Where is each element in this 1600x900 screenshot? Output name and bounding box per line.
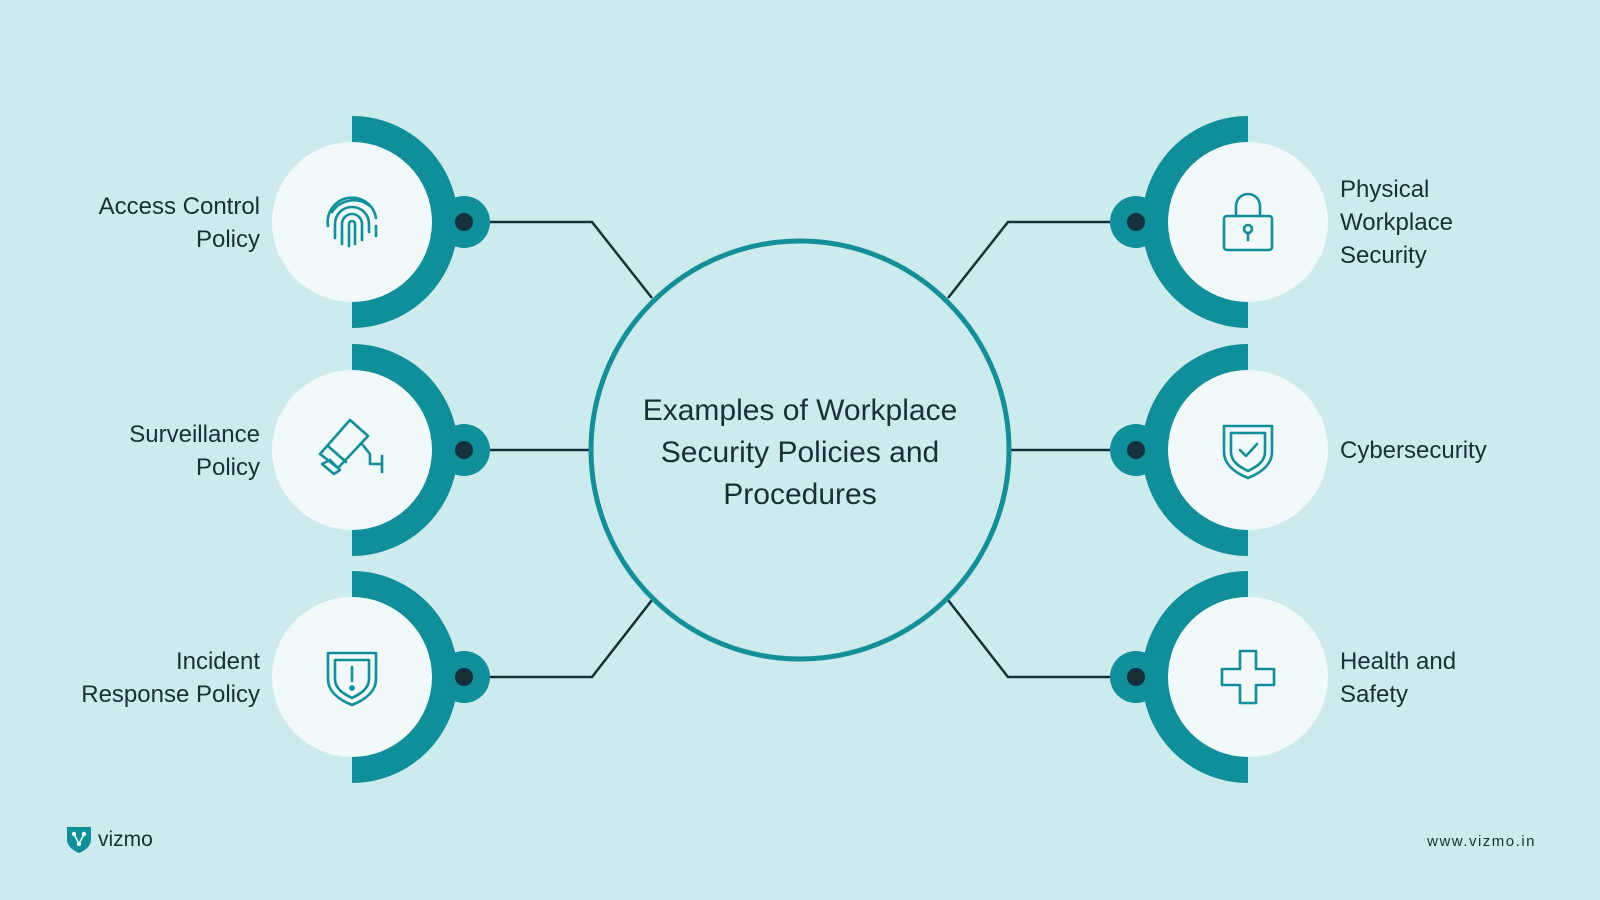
- center-title-line: Examples of Workplace: [642, 394, 958, 427]
- label-line: Safety: [1340, 681, 1409, 708]
- center-circle: [588, 238, 1012, 662]
- label-line: Policy: [195, 226, 260, 253]
- brand-logo[interactable]: vizmo: [66, 826, 153, 854]
- label-line: Surveillance: [129, 421, 260, 448]
- brand-name: vizmo: [98, 828, 153, 851]
- node-cybersecurity: [1110, 344, 1328, 556]
- node-dot: [455, 213, 473, 231]
- label-line: Policy: [195, 454, 260, 481]
- label-line: Workplace: [1340, 209, 1453, 236]
- center-title: Examples of Workplace Security Policies …: [600, 390, 1000, 516]
- connector-incident-response: [464, 599, 653, 679]
- center-title-line: Procedures: [723, 478, 877, 511]
- label-line: Health and: [1340, 648, 1457, 675]
- center-title-line: Security Policies and: [660, 436, 940, 469]
- cctv-camera-icon: [318, 418, 384, 476]
- medical-cross-icon: [1220, 649, 1276, 705]
- label-physical-security: Physical Workplace Security: [1340, 173, 1453, 272]
- icon-circle: [1168, 597, 1328, 757]
- node-incident-response: [272, 571, 490, 783]
- padlock-icon: [1222, 192, 1274, 252]
- node-dot: [455, 441, 473, 459]
- label-health-safety: Health and Safety: [1340, 645, 1456, 711]
- label-line: Incident: [175, 648, 260, 675]
- node-dot: [1127, 213, 1145, 231]
- label-line: Security: [1340, 242, 1427, 269]
- node-surveillance: [272, 344, 490, 556]
- label-line: Physical: [1340, 176, 1430, 203]
- label-line: Access Control: [98, 193, 260, 220]
- connector-health-safety: [947, 599, 1136, 679]
- connector-access-control: [464, 220, 653, 299]
- alert-shield-icon: [326, 651, 378, 707]
- vizmo-logo-icon: [67, 827, 91, 853]
- node-access-control: [272, 116, 490, 328]
- label-surveillance: Surveillance Policy: [129, 418, 260, 484]
- icon-circle: [1168, 142, 1328, 302]
- node-dot: [1127, 668, 1145, 686]
- icon-circle: [1168, 370, 1328, 530]
- label-incident-response: Incident Response Policy: [81, 645, 260, 711]
- connector-physical-security: [947, 220, 1136, 299]
- fingerprint-icon: [326, 196, 378, 248]
- icon-circle: [272, 370, 432, 530]
- label-access-control: Access Control Policy: [99, 190, 260, 256]
- node-dot: [1127, 441, 1145, 459]
- node-dot: [455, 668, 473, 686]
- label-line: Response Policy: [81, 681, 260, 708]
- node-physical-security: [1110, 116, 1328, 328]
- website-url[interactable]: www.vizmo.in: [1427, 833, 1536, 850]
- check-shield-icon: [1222, 424, 1274, 480]
- node-health-safety: [1110, 571, 1328, 783]
- label-cybersecurity: Cybersecurity: [1340, 434, 1487, 467]
- label-line: Cybersecurity: [1340, 437, 1487, 464]
